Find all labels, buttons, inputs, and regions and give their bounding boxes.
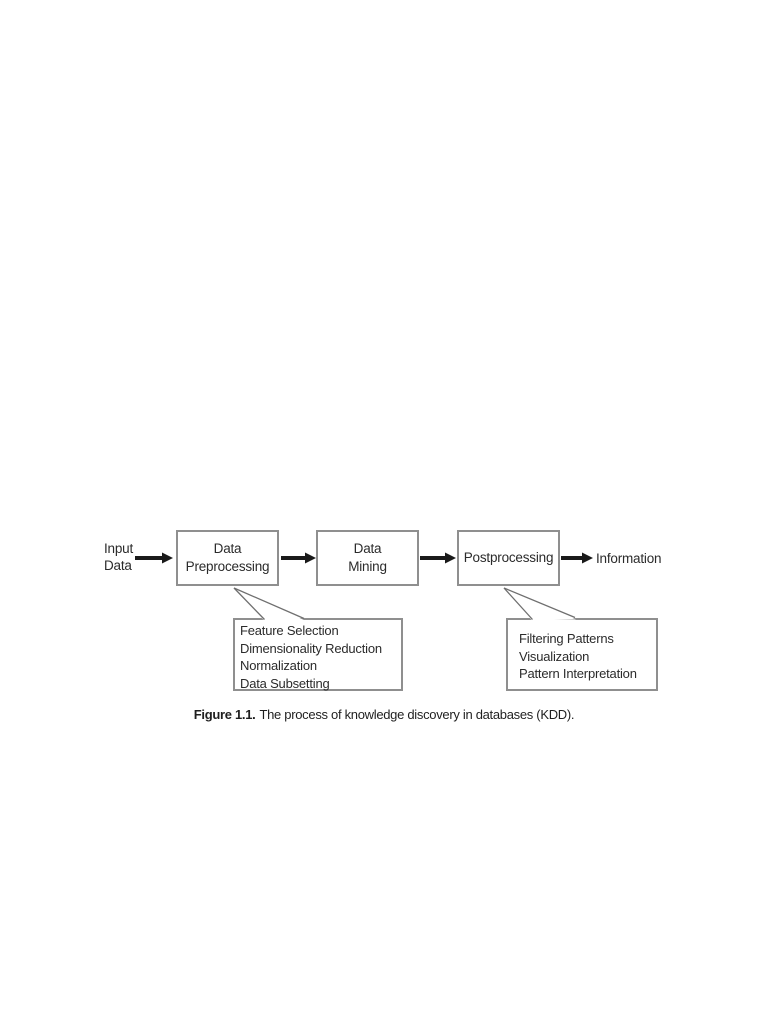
figure-caption-number: Figure 1.1. (193, 707, 256, 722)
node-label-line: Preprocessing (185, 559, 270, 574)
arrow-preprocessing-to-mining-icon (281, 552, 316, 564)
arrow-postprocessing-to-information-icon (561, 552, 593, 564)
input-data-label: Input Data (104, 541, 134, 573)
callout-item: Dimensionality Reduction (240, 640, 382, 656)
figure-caption-text: The process of knowledge discovery in da… (259, 707, 575, 722)
node-data-mining: Data Mining (316, 530, 419, 586)
callout-item: Feature Selection (240, 623, 339, 638)
callout-item: Normalization (240, 658, 317, 673)
preprocessing-callout: Feature Selection Dimensionality Reducti… (233, 618, 403, 691)
figure-caption: Figure 1.1.The process of knowledge disc… (0, 707, 768, 722)
information-label: Information (596, 551, 662, 566)
node-label-line: Data (353, 541, 382, 556)
callout-item: Filtering Patterns (519, 631, 614, 646)
postprocessing-callout: Filtering Patterns Visualization Pattern… (506, 618, 658, 691)
node-label-line: Data (213, 541, 242, 556)
callout-item: Data Subsetting (240, 675, 330, 691)
node-label-line: Postprocessing (463, 550, 554, 565)
node-data-preprocessing: Data Preprocessing (176, 530, 279, 586)
arrow-mining-to-postprocessing-icon (420, 552, 456, 564)
arrow-input-to-preprocessing-icon (135, 552, 173, 564)
node-postprocessing: Postprocessing (457, 530, 560, 586)
callout-item: Pattern Interpretation (519, 666, 637, 681)
callout-item: Visualization (519, 648, 590, 664)
node-label-line: Mining (348, 559, 387, 574)
